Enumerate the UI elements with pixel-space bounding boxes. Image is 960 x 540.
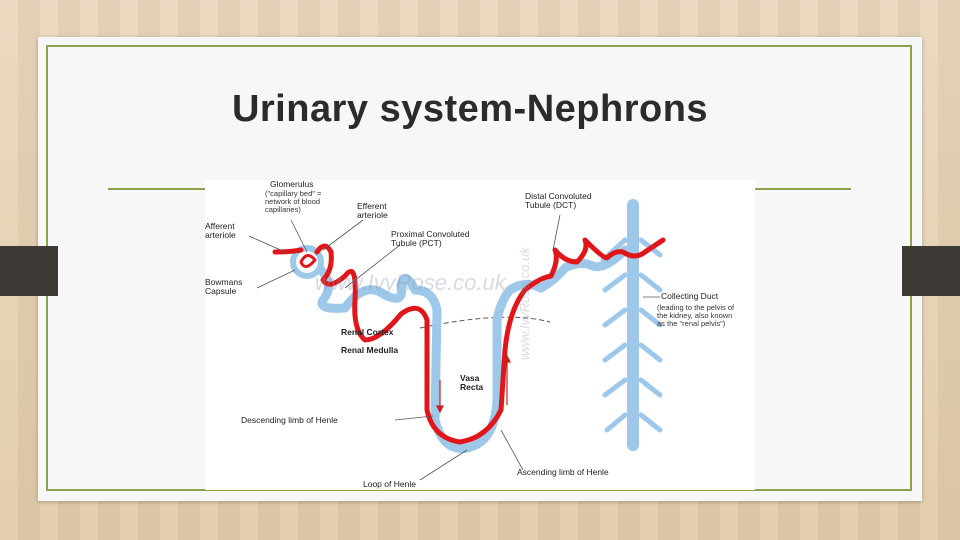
- label-collecting-duct: Collecting Duct: [661, 291, 719, 301]
- label-bowmans-capsule: Bowmans Capsule: [205, 277, 243, 296]
- label-collecting-note: (leading to the pelvis of the kidney, al…: [657, 303, 735, 328]
- label-pct: Proximal Convoluted Tubule (PCT): [391, 229, 470, 248]
- nephron-tubule: [290, 245, 630, 453]
- watermark-horizontal: www.IvyRose.co.uk: [315, 270, 506, 295]
- label-descending-limb: Descending limb of Henle: [241, 415, 338, 425]
- leader-lines: [248, 214, 660, 481]
- watermark-vertical: www.IvyRose.co.uk: [517, 247, 532, 360]
- blood-vessels: [272, 237, 666, 445]
- label-afferent-arteriole: Afferent arteriole: [205, 221, 236, 240]
- collecting-duct: [600, 199, 663, 451]
- label-dct: Distal Convoluted Tubule (DCT): [525, 191, 592, 210]
- label-glomerulus: Glomerulus: [270, 179, 314, 189]
- flow-arrows: [436, 354, 511, 414]
- label-glomerulus-note: ("capillary bed" = network of blood capi…: [265, 189, 322, 214]
- label-ascending-limb: Ascending limb of Henle: [517, 467, 609, 477]
- title-rule-left: [108, 188, 208, 190]
- right-edge-tab: [902, 246, 960, 296]
- label-loop-of-henle: Loop of Henle: [363, 479, 416, 489]
- label-renal-medulla: Renal Medulla: [341, 345, 399, 355]
- nephron-drawing: [248, 199, 666, 481]
- nephron-diagram: www.IvyRose.co.uk www.IvyRose.co.uk Glom…: [205, 180, 755, 490]
- title-rule-right: [752, 188, 851, 190]
- left-edge-tab: [0, 246, 58, 296]
- label-vasa-recta: Vasa Recta: [460, 373, 484, 392]
- slide-title: Urinary system-Nephrons: [231, 88, 709, 130]
- label-renal-cortex: Renal Cortex: [341, 327, 394, 337]
- label-efferent-arteriole: Efferent arteriole: [357, 201, 388, 220]
